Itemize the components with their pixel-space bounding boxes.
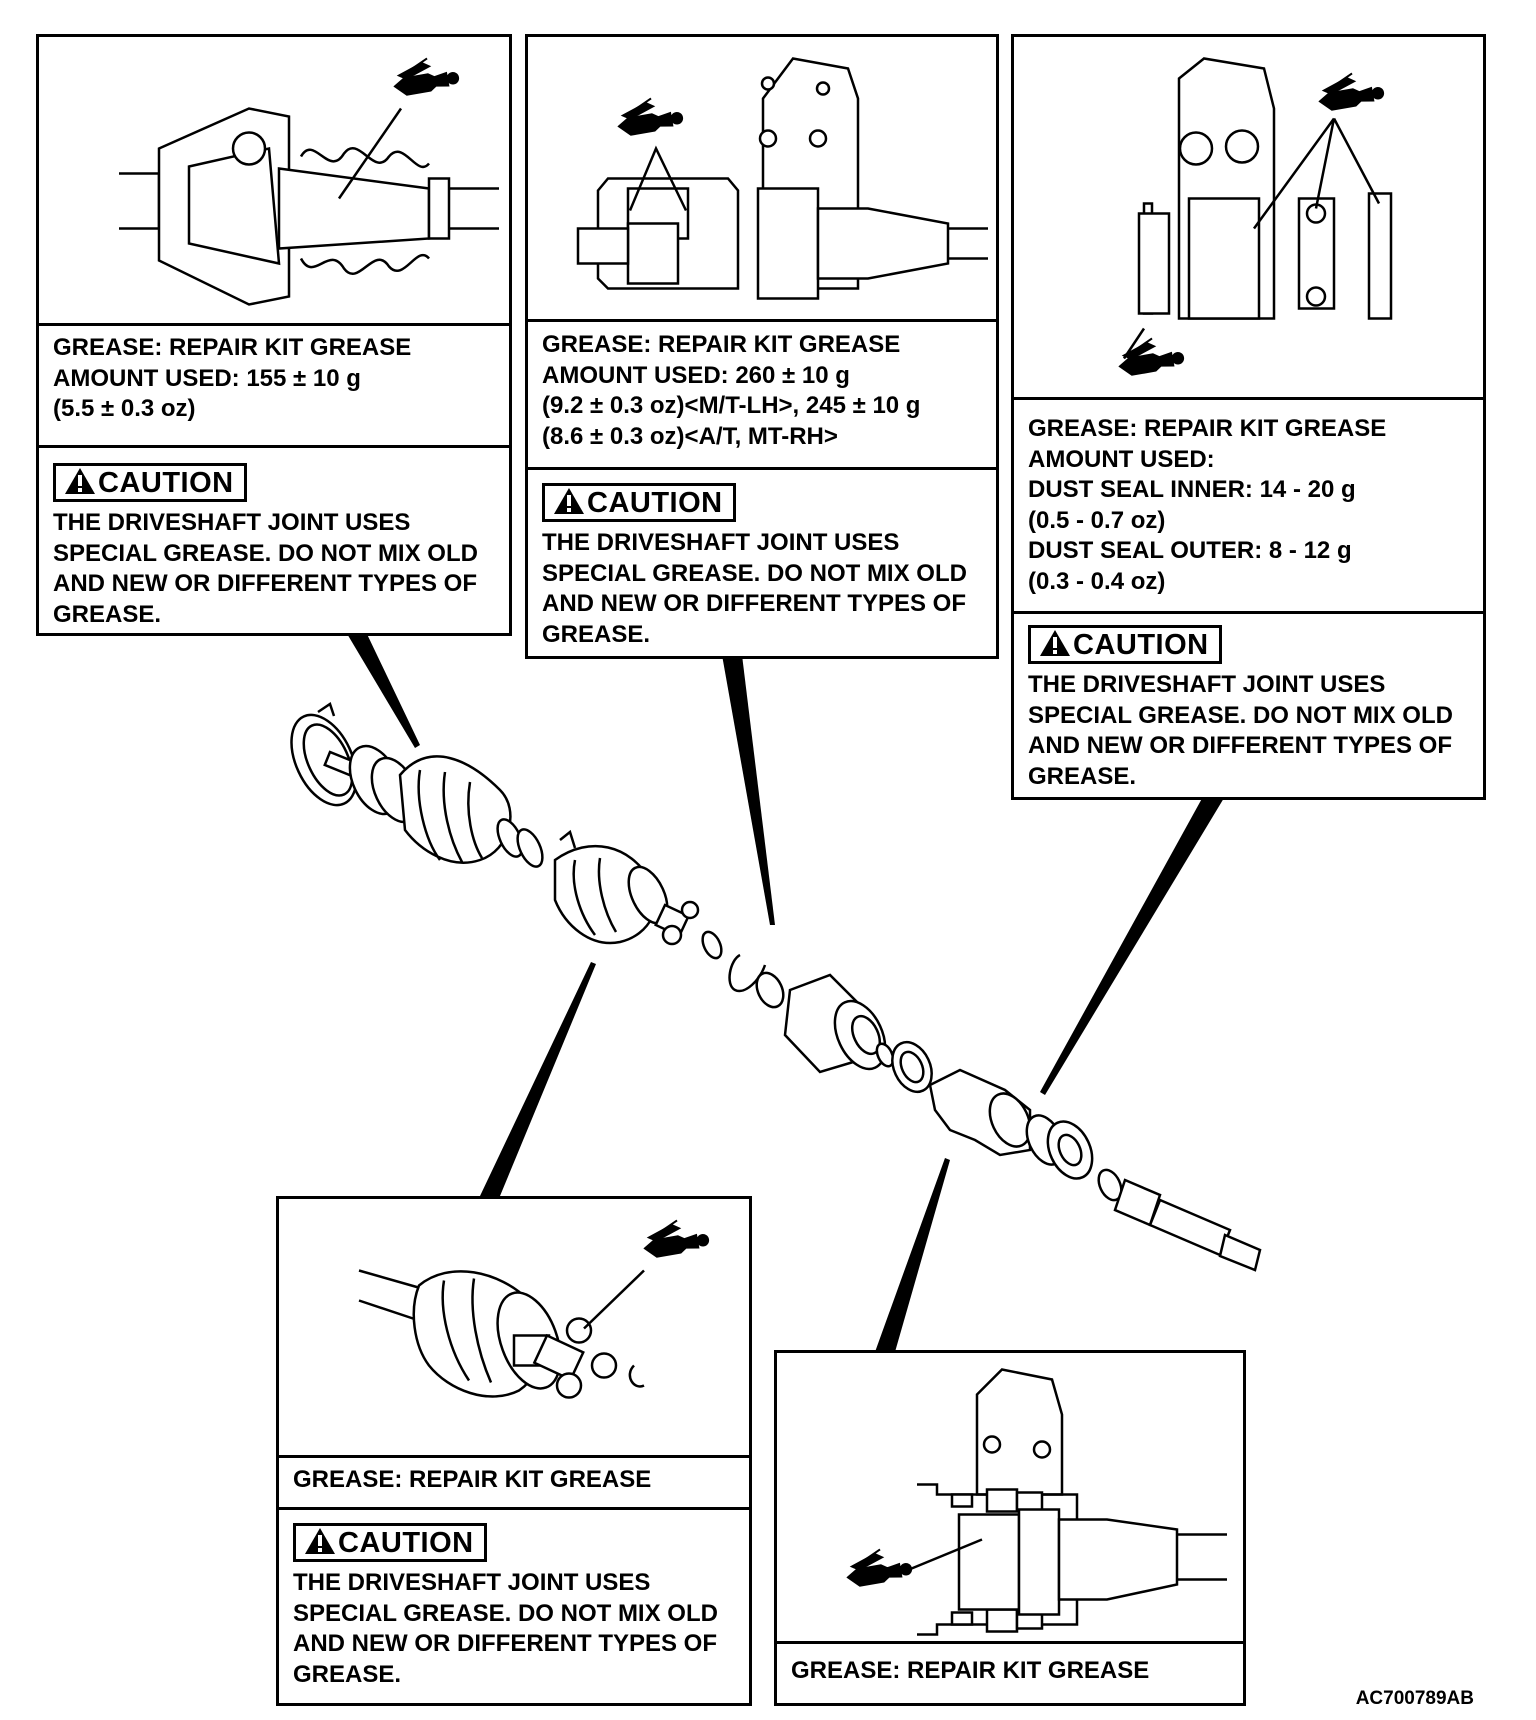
caution-line: SPECIAL GREASE. DO NOT MIX OLD <box>1028 701 1453 729</box>
caution-line: GREASE. <box>293 1660 402 1688</box>
spec-line: (8.6 ± 0.3 oz)<A/T, MT-RH> <box>542 422 838 450</box>
leader-wedges <box>346 632 1227 1352</box>
spec-block-bearing: GREASE: REPAIR KIT GREASE <box>791 1656 1235 1687</box>
caution-label: CAUTION <box>1028 625 1222 664</box>
caution-line: SPECIAL GREASE. DO NOT MIX OLD <box>293 1599 718 1627</box>
spec-line: AMOUNT USED: 260 ± 10 g <box>542 361 850 389</box>
spec-line: GREASE: REPAIR KIT GREASE <box>542 331 901 358</box>
caution-line: THE DRIVESHAFT JOINT USES <box>53 509 411 536</box>
caution-line: AND NEW OR DIFFERENT TYPES OF <box>293 1630 718 1657</box>
caution-line: GREASE. <box>53 600 162 628</box>
spec-block-spider: GREASE: REPAIR KIT GREASE <box>293 1465 741 1496</box>
center-bearing-illustration <box>777 1353 1243 1644</box>
caution-line: SPECIAL GREASE. DO NOT MIX OLD <box>53 539 478 567</box>
spec-line: GREASE: REPAIR KIT GREASE <box>53 334 412 361</box>
spec-line: AMOUNT USED: 155 ± 10 g <box>53 364 361 392</box>
caution-block: CAUTION THE DRIVESHAFT JOINT USES SPECIA… <box>293 1523 743 1690</box>
caution-line: AND NEW OR DIFFERENT TYPES OF <box>1028 732 1453 759</box>
warning-triangle-icon <box>305 1528 335 1554</box>
caution-line: THE DRIVESHAFT JOINT USES <box>542 529 900 556</box>
caution-line: AND NEW OR DIFFERENT TYPES OF <box>53 570 478 597</box>
caution-line: GREASE. <box>542 620 651 648</box>
spec-line: AMOUNT USED: <box>1028 445 1215 473</box>
warning-triangle-icon <box>554 488 584 514</box>
spec-block-inner: GREASE: REPAIR KIT GREASE AMOUNT USED: 2… <box>542 330 988 452</box>
dust-seal-illustration <box>1014 37 1483 400</box>
spec-line: GREASE: REPAIR KIT GREASE <box>791 1657 1150 1684</box>
caution-label: CAUTION <box>542 483 736 522</box>
spec-line: (0.3 - 0.4 oz) <box>1028 567 1166 595</box>
spec-line: DUST SEAL INNER: 14 - 20 g <box>1028 476 1356 503</box>
warning-triangle-icon <box>65 468 95 494</box>
caution-line: GREASE. <box>1028 762 1137 790</box>
caution-block: CAUTION THE DRIVESHAFT JOINT USES SPECIA… <box>542 483 990 650</box>
spec-line: (9.2 ± 0.3 oz)<M/T-LH>, 245 ± 10 g <box>542 392 921 419</box>
inner-joint-illustration <box>528 37 996 322</box>
spider-illustration <box>279 1199 749 1458</box>
panel-outer-joint: GREASE: REPAIR KIT GREASE AMOUNT USED: 1… <box>36 34 512 636</box>
panel-dust-seal: GREASE: REPAIR KIT GREASE AMOUNT USED: D… <box>1011 34 1486 800</box>
outer-joint-illustration <box>39 37 509 326</box>
driveshaft-parts <box>290 702 1262 1272</box>
caution-label: CAUTION <box>293 1523 487 1562</box>
panel-spider-assembly: GREASE: REPAIR KIT GREASE CAUTION THE DR… <box>276 1196 752 1706</box>
panel-inner-joint: GREASE: REPAIR KIT GREASE AMOUNT USED: 2… <box>525 34 999 659</box>
spec-line: GREASE: REPAIR KIT GREASE <box>293 1466 652 1493</box>
caution-line: THE DRIVESHAFT JOINT USES <box>293 1569 651 1596</box>
caution-block: CAUTION THE DRIVESHAFT JOINT USES SPECIA… <box>53 463 503 630</box>
spec-block-dust-seal: GREASE: REPAIR KIT GREASE AMOUNT USED: D… <box>1028 414 1475 597</box>
spec-block-outer: GREASE: REPAIR KIT GREASE AMOUNT USED: 1… <box>53 333 501 425</box>
figure-code: AC700789AB <box>1355 1688 1474 1709</box>
warning-triangle-icon <box>1040 630 1070 656</box>
caution-label: CAUTION <box>53 463 247 502</box>
spec-line: (5.5 ± 0.3 oz) <box>53 395 196 422</box>
caution-line: AND NEW OR DIFFERENT TYPES OF <box>542 590 967 617</box>
spec-line: GREASE: REPAIR KIT GREASE <box>1028 415 1387 442</box>
spec-line: (0.5 - 0.7 oz) <box>1028 506 1166 534</box>
spec-line: DUST SEAL OUTER: 8 - 12 g <box>1028 537 1352 564</box>
panel-center-bearing: GREASE: REPAIR KIT GREASE <box>774 1350 1246 1706</box>
caution-line: THE DRIVESHAFT JOINT USES <box>1028 671 1386 698</box>
caution-block: CAUTION THE DRIVESHAFT JOINT USES SPECIA… <box>1028 625 1477 792</box>
caution-line: SPECIAL GREASE. DO NOT MIX OLD <box>542 559 967 587</box>
